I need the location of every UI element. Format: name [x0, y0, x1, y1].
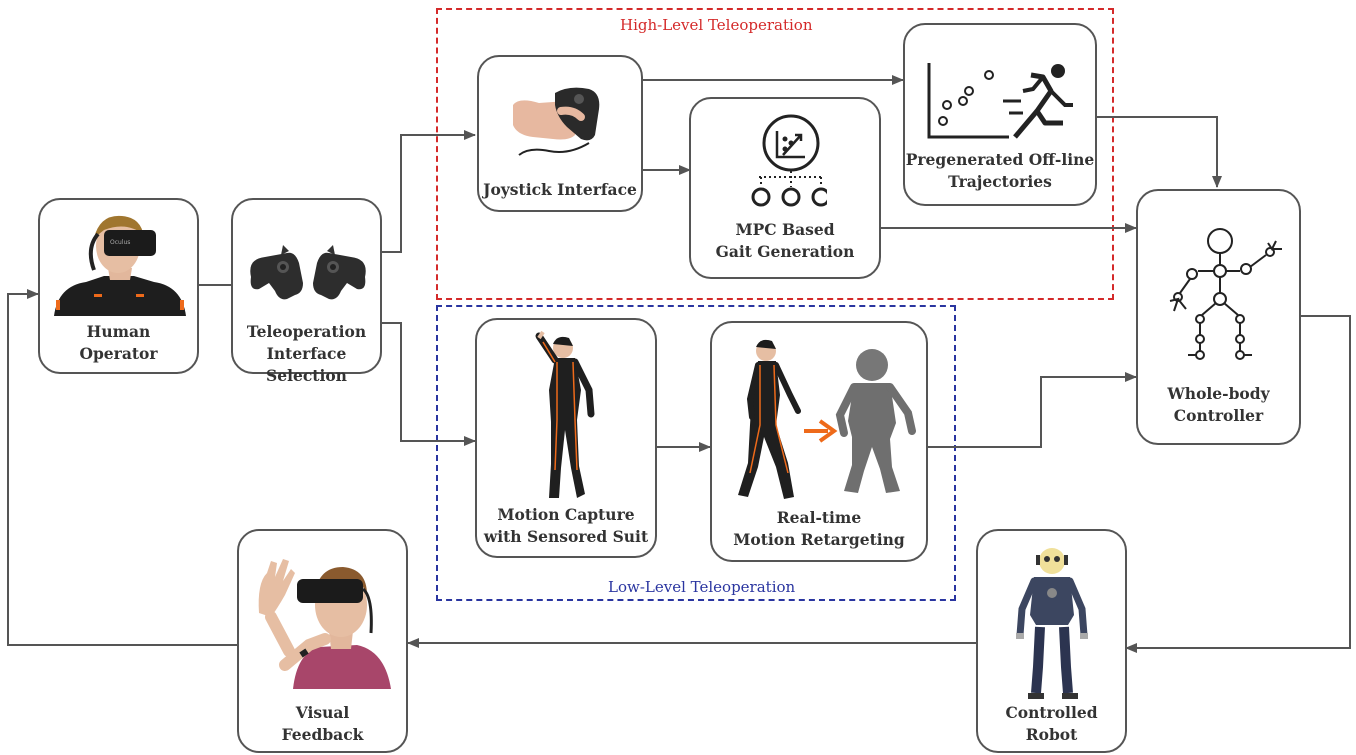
vr-headset-woman-icon: Oculus: [54, 215, 186, 316]
high-level-group: [436, 8, 1114, 300]
mocap-node: Motion Capture with Sensored Suit: [475, 318, 657, 558]
running-person-icon: [1003, 64, 1073, 139]
joystick-label: Joystick Interface: [483, 180, 637, 199]
mpc-label: MPC Based Gait Generation: [715, 220, 855, 261]
mocap-suit-woman-icon: [535, 330, 595, 498]
walking-woman-icon: [738, 339, 801, 499]
trajectories-node: Pregenerated Off-line Trajectories: [903, 23, 1097, 206]
interface-selection-node: Teleoperation Interface Selection: [231, 198, 382, 385]
orange-arrow-icon: [804, 419, 838, 443]
high-level-group-title: High-Level Teleoperation: [620, 16, 813, 34]
svg-text:Oculus: Oculus: [110, 239, 130, 246]
joystick-node: Joystick Interface: [477, 55, 643, 212]
human-operator-node: Oculus Human Operator: [38, 198, 199, 374]
edge-selection-mocap: [381, 322, 476, 446]
mocap-label: Motion Capture with Sensored Suit: [483, 505, 649, 546]
vr-headset-man-icon: [258, 559, 391, 689]
edge-feedback-operator: [7, 289, 237, 646]
human-operator-label: Human Operator: [79, 322, 158, 363]
robot-node: Controlled Robot: [976, 529, 1127, 753]
robot-silhouette-icon: [835, 349, 916, 493]
low-level-group-title: Low-Level Teleoperation: [608, 578, 796, 596]
mpc-node: MPC Based Gait Generation: [689, 97, 881, 279]
edge-retargeting-controller: [927, 372, 1137, 448]
icub-robot-icon: [1016, 548, 1088, 699]
stick-figure-icon: [1169, 228, 1282, 360]
interface-selection-label: Teleoperation Interface Selection: [246, 322, 367, 385]
low-level-group: [436, 305, 956, 601]
visual-feedback-label: Visual Feedback: [281, 703, 364, 744]
retargeting-label: Real-time Motion Retargeting: [733, 508, 905, 549]
robot-label: Controlled Robot: [1005, 703, 1098, 744]
edge-controller-robot: [1125, 315, 1351, 653]
gamepad-controllers-icon: [250, 245, 366, 300]
trajectories-label: Pregenerated Off-line Trajectories: [905, 150, 1095, 191]
controller-label: Whole-body Controller: [1167, 384, 1270, 425]
controller-node: Whole-body Controller: [1136, 189, 1301, 445]
edge-selection-joystick: [381, 130, 476, 253]
mpc-network-icon: [751, 114, 827, 207]
retargeting-node: Real-time Motion Retargeting: [710, 321, 928, 562]
trajectory-plot-icon: [927, 63, 1009, 139]
hand-joystick-icon: [513, 87, 600, 156]
edge-trajectories-controller: [1097, 116, 1222, 188]
visual-feedback-node: Visual Feedback: [237, 529, 408, 753]
